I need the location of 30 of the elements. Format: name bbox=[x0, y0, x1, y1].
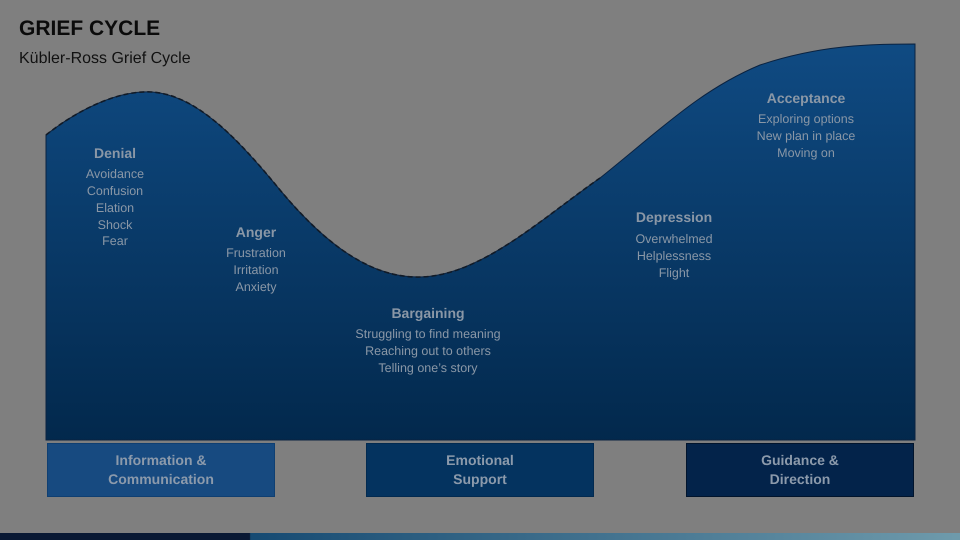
stage-item: Confusion bbox=[86, 184, 144, 199]
stage-item: Avoidance bbox=[86, 167, 144, 182]
stage-item: Struggling to find meaning bbox=[355, 327, 501, 342]
panel-label: Guidance & Direction bbox=[760, 451, 840, 489]
stage-item: Moving on bbox=[777, 146, 835, 161]
panel-label: Emotional Support bbox=[445, 451, 515, 489]
stage-item: Fear bbox=[102, 234, 128, 249]
stage-item: Exploring options bbox=[758, 112, 854, 127]
stage-heading: Acceptance bbox=[766, 90, 846, 107]
panel-label: Information & Communication bbox=[107, 451, 215, 489]
support-panel bbox=[686, 443, 914, 497]
stage-item: Irritation bbox=[233, 263, 279, 278]
stage-item: Overwhelmed bbox=[635, 232, 713, 247]
subtitle: Kübler-Ross Grief Cycle bbox=[19, 49, 191, 69]
stage-heading: Denial bbox=[94, 145, 136, 162]
stage-item: Shock bbox=[98, 218, 132, 233]
stage-item: Helplessness bbox=[636, 249, 712, 264]
stage-item: Anxiety bbox=[236, 280, 276, 295]
stage-item: Elation bbox=[96, 201, 134, 216]
stage-item: Frustration bbox=[226, 246, 286, 261]
stage-heading: Anger bbox=[236, 224, 276, 241]
stage-heading: Bargaining bbox=[391, 305, 465, 322]
stage-item: Reaching out to others bbox=[365, 344, 491, 359]
support-panel bbox=[47, 443, 275, 497]
title: GRIEF CYCLE bbox=[19, 17, 160, 41]
stage-item: Flight bbox=[658, 266, 690, 281]
stage-item: New plan in place bbox=[756, 129, 856, 144]
support-panel bbox=[366, 443, 594, 497]
stage-heading: Depression bbox=[636, 209, 712, 226]
stage-item: Telling one’s story bbox=[378, 361, 478, 376]
